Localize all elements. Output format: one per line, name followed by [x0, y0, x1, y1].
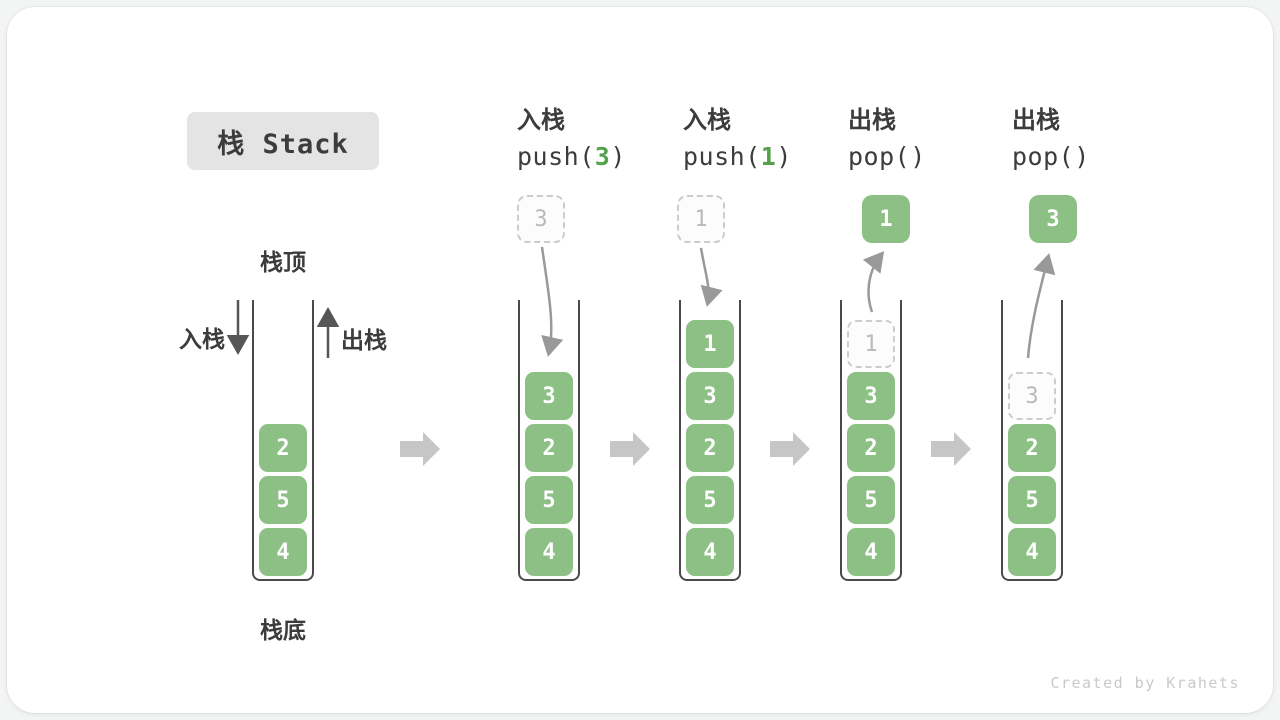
stack-cell: 1: [686, 320, 734, 368]
float-value-box: 3: [517, 195, 565, 243]
op-code: push(1): [683, 142, 843, 172]
float-value-box: 1: [677, 195, 725, 243]
code-post: ): [776, 142, 792, 171]
stack-cell: 4: [847, 528, 895, 576]
stack-cell: 4: [686, 528, 734, 576]
stack-cell: 2: [847, 424, 895, 472]
code-pre: pop(: [1012, 142, 1075, 171]
stack-cell: 2: [1008, 424, 1056, 472]
op-code: pop(): [1012, 142, 1172, 172]
stack-cell: 5: [847, 476, 895, 524]
push-side-label: 入栈: [179, 326, 225, 352]
op-header-pop3: 出栈 pop(): [1012, 106, 1172, 172]
float-value-box: 1: [862, 195, 910, 243]
code-post: ): [1074, 142, 1090, 171]
watermark-text: Created by Krahets: [1050, 674, 1240, 692]
code-arg: 3: [594, 142, 611, 171]
stack-cell: 3: [847, 372, 895, 420]
stack-cell: 4: [259, 528, 307, 576]
op-label: 出栈: [1012, 107, 1060, 134]
stack-cell: 3: [686, 372, 734, 420]
op-label: 入栈: [683, 107, 731, 134]
stack-cell: 2: [259, 424, 307, 472]
op-code: pop(): [848, 142, 1008, 172]
op-header-push3: 入栈 push(3): [517, 106, 677, 172]
stack-cell: 4: [525, 528, 573, 576]
stack-cell: 5: [1008, 476, 1056, 524]
stack-cell-ghost: 1: [847, 320, 895, 368]
stack-bottom-label: 栈底: [260, 617, 306, 643]
title-box: 栈 Stack: [187, 112, 379, 170]
op-header-push1: 入栈 push(1): [683, 106, 843, 172]
stack-top-label: 栈顶: [260, 249, 306, 275]
stack-cell: 5: [525, 476, 573, 524]
stack-cell-ghost: 3: [1008, 372, 1056, 420]
code-pre: push(: [683, 142, 761, 171]
stack-cell: 5: [686, 476, 734, 524]
title-text: 栈 Stack: [217, 128, 349, 160]
stack-cell: 4: [1008, 528, 1056, 576]
stack-cell: 5: [259, 476, 307, 524]
op-label: 入栈: [517, 107, 565, 134]
stack-cell: 2: [686, 424, 734, 472]
code-arg: 1: [760, 142, 777, 171]
pop-side-label: 出栈: [341, 327, 387, 353]
op-code: push(3): [517, 142, 677, 172]
stack-cell: 2: [525, 424, 573, 472]
code-post: ): [610, 142, 626, 171]
code-pre: push(: [517, 142, 595, 171]
op-label: 出栈: [848, 107, 896, 134]
code-pre: pop(: [848, 142, 911, 171]
code-post: ): [910, 142, 926, 171]
float-value-box: 3: [1029, 195, 1077, 243]
stack-cell: 3: [525, 372, 573, 420]
op-header-pop1: 出栈 pop(): [848, 106, 1008, 172]
